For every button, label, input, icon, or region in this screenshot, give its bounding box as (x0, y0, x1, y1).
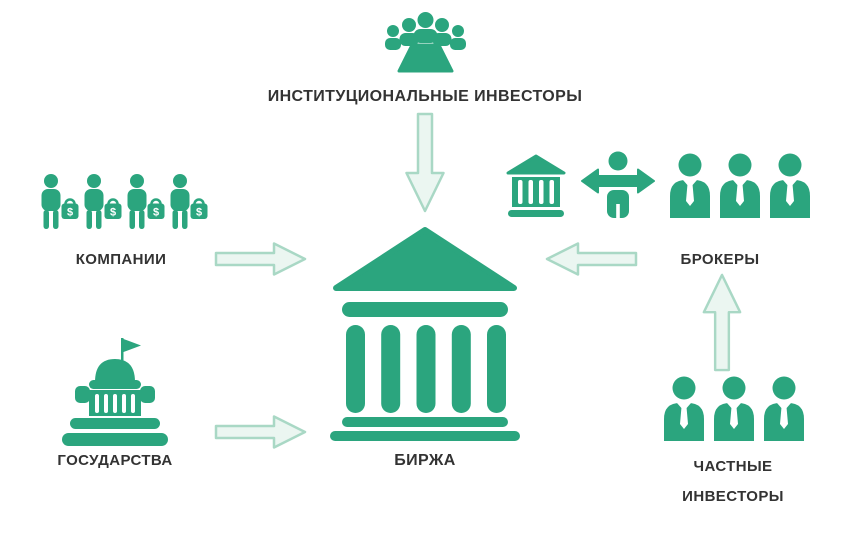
institutional-investors-label: ИНСТИТУЦИОНАЛЬНЫЕ ИНВЕСТОРЫ (267, 88, 583, 105)
companies-label: КОМПАНИИ (75, 251, 167, 268)
private-investors-label: ЧАСТНЫЕ ИНВЕСТОРЫ (658, 452, 808, 512)
bank-icon (506, 154, 566, 217)
arrow-private-investors-to-brokers (702, 273, 742, 372)
arrow-companies-to-exchange (214, 242, 307, 276)
trader-double-arrow-icon (581, 151, 655, 220)
brokers-people-icon (670, 153, 810, 218)
exchange-label: БИРЖА (394, 452, 456, 469)
arrow-governments-to-exchange (214, 415, 307, 449)
private-investors-label-line1: ЧАСТНЫЕ (693, 458, 773, 475)
arrow-institutional-to-exchange (405, 112, 445, 213)
exchange-building-icon (330, 227, 520, 441)
businessmen-money-bags-icon: $ (40, 173, 208, 231)
private-investors-label-line2: ИНВЕСТОРЫ (682, 488, 784, 505)
meeting-table-icon (385, 12, 466, 73)
private-investors-people-icon (664, 376, 804, 441)
capitol-building-icon (62, 338, 168, 446)
arrow-brokers-to-exchange (545, 242, 638, 276)
brokers-label: БРОКЕРЫ (680, 251, 760, 268)
governments-label: ГОСУДАРСТВА (57, 452, 173, 469)
